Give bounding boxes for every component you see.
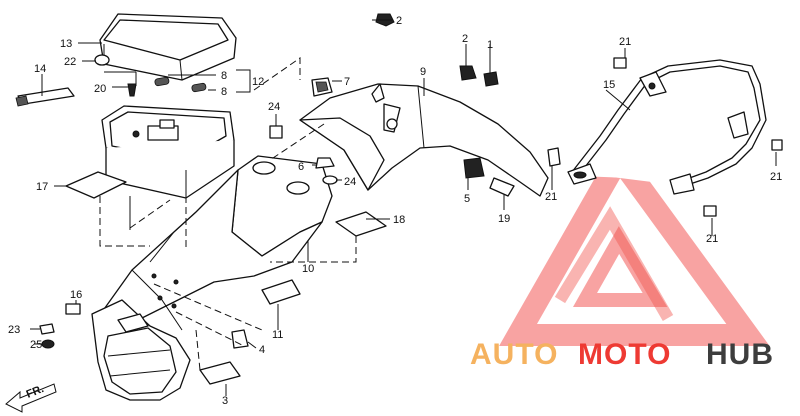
callout-numbers: 2 13 14 22 20 8 8 12 7 24 2 1 9 21 15 21… <box>8 15 782 407</box>
callout-25: 25 <box>30 339 42 351</box>
callout-11: 11 <box>272 329 283 341</box>
callout-2-right: 2 <box>462 33 468 45</box>
watermark-auto: AUTO <box>470 338 558 371</box>
callout-16: 16 <box>70 289 82 301</box>
reference-lines <box>99 57 357 371</box>
watermark-text: AUTO MOTO HUB <box>470 338 774 371</box>
callout-19: 19 <box>498 213 510 225</box>
rear-fender-inner-10 <box>91 155 333 401</box>
callout-18: 18 <box>393 214 405 226</box>
callout-24-upper: 24 <box>268 101 280 113</box>
callout-10: 10 <box>302 263 314 275</box>
callout-7: 7 <box>344 76 350 88</box>
callout-8-upper: 8 <box>221 70 227 82</box>
callout-21-fender: 21 <box>545 191 557 203</box>
callout-1: 1 <box>487 39 493 51</box>
callout-3: 3 <box>222 395 228 407</box>
callout-24-lower: 24 <box>344 176 356 188</box>
callout-14: 14 <box>34 63 46 75</box>
callout-21-bottom: 21 <box>706 233 718 245</box>
callout-9: 9 <box>420 66 426 78</box>
callout-22: 22 <box>64 56 76 68</box>
watermark-logo <box>499 137 770 346</box>
front-direction-arrow: FR. <box>5 383 57 413</box>
callout-23: 23 <box>8 324 20 336</box>
leader-lines <box>30 19 777 396</box>
callout-15: 15 <box>603 79 615 91</box>
callout-6: 6 <box>298 161 304 173</box>
callout-21-right: 21 <box>770 171 782 183</box>
callout-17: 17 <box>36 181 48 193</box>
grab-rail-15 <box>567 59 767 195</box>
watermark-hub: HUB <box>706 338 774 371</box>
watermark-moto: MOTO <box>578 338 671 371</box>
tool-box <box>101 105 235 230</box>
callout-2-top: 2 <box>396 15 402 27</box>
callout-8-lower: 8 <box>221 86 227 98</box>
seat-cover-13 <box>99 13 237 81</box>
callout-5: 5 <box>464 193 470 205</box>
callout-21-top: 21 <box>619 36 631 48</box>
callout-20: 20 <box>94 83 106 95</box>
callout-13: 13 <box>60 38 72 50</box>
callout-12: 12 <box>252 76 264 88</box>
callout-4: 4 <box>259 344 265 356</box>
fasteners <box>15 13 783 385</box>
rear-fender-9 <box>299 83 549 197</box>
